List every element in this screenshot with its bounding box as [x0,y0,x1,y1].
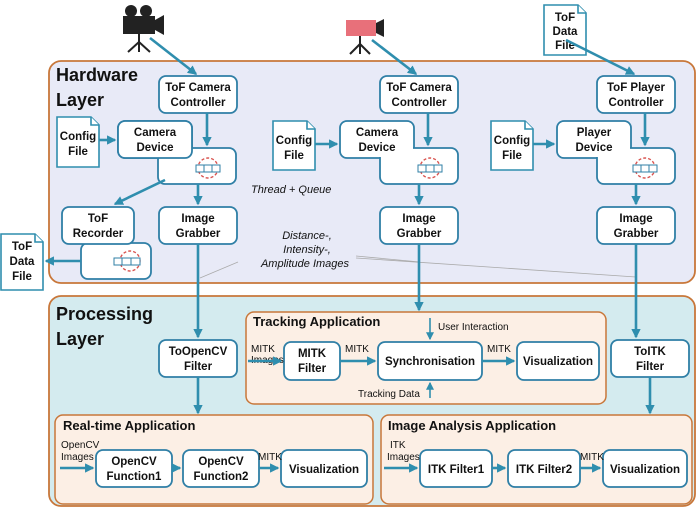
svg-text:Config: Config [60,131,96,143]
mitk-label: MITK [487,344,511,355]
svg-text:Config: Config [276,135,312,147]
svg-text:ITK Filter1: ITK Filter1 [428,464,485,476]
svg-text:Grabber: Grabber [614,228,659,240]
player-device-node [558,122,630,157]
svg-text:Controller: Controller [392,97,447,109]
document-icon: ToF Data File [543,4,587,56]
svg-text:File: File [12,271,32,283]
camera-device-node [117,120,193,159]
svg-text:Camera: Camera [356,127,399,139]
svg-text:ToOpenCV: ToOpenCV [169,346,228,358]
tof-recorder-node [61,206,135,245]
svg-text:ToF Camera: ToF Camera [386,82,452,94]
svg-text:Visualization: Visualization [523,356,593,368]
tracking-application-title: Tracking Application [253,314,380,329]
svg-text:Grabber: Grabber [397,228,442,240]
svg-text:ITK Filter2: ITK Filter2 [516,464,572,476]
svg-text:Visualization: Visualization [289,464,359,476]
opencv-images-label: Images [61,452,94,463]
camera-icon [123,5,164,53]
document-icon: Config File [272,120,316,171]
svg-text:ToF Player: ToF Player [607,82,665,94]
itk-images-label: ITK [390,440,406,451]
svg-text:Device: Device [136,142,173,154]
svg-text:ToF: ToF [12,241,32,253]
camera-device-node [119,122,191,157]
svg-text:Player: Player [577,127,612,139]
svg-text:Image: Image [402,213,435,225]
svg-text:File: File [68,146,88,158]
svg-text:OpenCV: OpenCV [111,456,157,468]
svg-text:MITK: MITK [298,348,327,360]
document-icon: Config File [56,116,100,168]
visualization-node [602,449,688,488]
svg-text:Data: Data [10,256,36,268]
mitk-label: MITK [258,452,282,463]
svg-text:Device: Device [358,142,395,154]
hardware-title-l2: Layer [56,90,104,110]
itk-images-label: Images [387,452,420,463]
svg-text:ToF: ToF [555,12,575,24]
queue-icon [113,250,141,272]
queue-icon [195,157,221,179]
svg-text:ToF Camera: ToF Camera [165,82,231,94]
image-types-label: Intensity-, [283,244,331,256]
svg-text:Config: Config [494,135,530,147]
svg-text:Controller: Controller [609,97,664,109]
svg-text:Grabber: Grabber [176,228,221,240]
svg-text:Device: Device [575,142,612,154]
mitk-label: MITK [580,452,604,463]
visualization-node [516,341,600,381]
tof-camera-controller-node [158,75,238,114]
svg-text:Controller: Controller [171,97,226,109]
camera-icon [346,19,384,55]
tracking-data-label: Tracking Data [358,389,420,400]
edges [44,36,655,473]
opencv-images-label: OpenCV [61,440,100,451]
mitk-label: MITK [345,344,369,355]
processing-title-l1: Processing [56,304,153,324]
svg-text:Image: Image [619,213,652,225]
hardware-title-l1: Hardware [56,65,138,85]
svg-text:ToF: ToF [88,213,108,225]
document-icon: Config File [490,120,534,171]
mitk-images-label: MITK [251,344,275,355]
svg-text:Synchronisation: Synchronisation [385,356,475,368]
svg-text:Filter: Filter [298,363,327,375]
image-types-label: Distance-, [282,230,332,242]
tof-player-controller-node [596,75,676,114]
svg-text:File: File [284,150,304,162]
processing-title-l2: Layer [56,329,104,349]
camera-device-node [341,122,413,157]
thread-queue-label: Thread + Queue [251,184,331,196]
queue-icon [632,157,658,179]
analysis-application-title: Image Analysis Application [388,418,556,433]
svg-text:Recorder: Recorder [73,228,124,240]
document-icon: ToF Data File [0,233,44,291]
queue-icon [417,157,443,179]
svg-text:Image: Image [181,213,214,225]
svg-text:Function2: Function2 [194,471,249,483]
svg-text:OpenCV: OpenCV [198,456,244,468]
tof-camera-controller-node [379,75,459,114]
svg-text:Camera: Camera [134,127,177,139]
image-types-label: Amplitude Images [260,258,350,270]
svg-text:Filter: Filter [636,361,665,373]
visualization-node [280,449,368,488]
svg-text:Data: Data [553,26,579,38]
svg-text:Visualization: Visualization [610,464,680,476]
svg-text:Filter: Filter [184,361,213,373]
svg-text:File: File [502,150,522,162]
realtime-application-title: Real-time Application [63,418,195,433]
svg-text:Function1: Function1 [107,471,163,483]
svg-text:ToITK: ToITK [634,346,666,358]
user-interaction-label: User Interaction [438,322,509,333]
